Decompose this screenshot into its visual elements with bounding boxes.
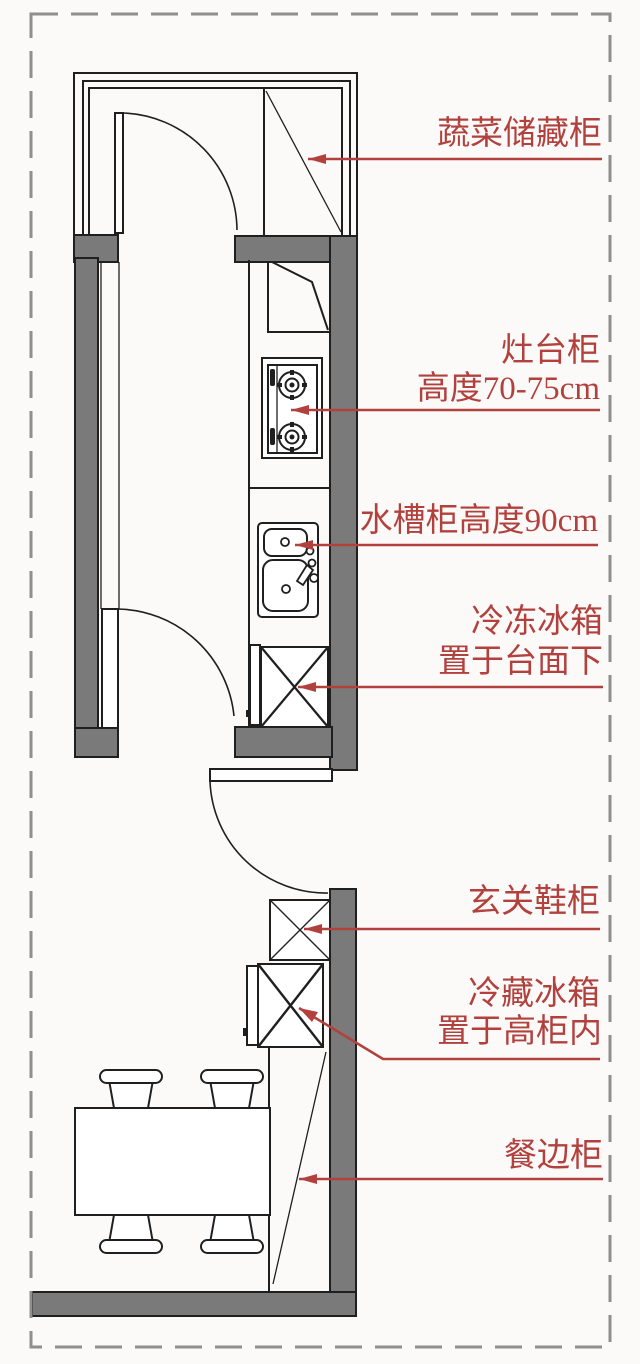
dining-chair	[200, 1069, 264, 1109]
vegetable-storage-cabinet	[263, 89, 342, 235]
label-stove-cabinet-1: 灶台柜	[501, 333, 600, 369]
leader-vegetable-cabinet	[308, 154, 602, 164]
balcony-door	[114, 112, 238, 234]
label-stove-cabinet-2: 高度70-75cm	[416, 371, 600, 407]
leader-stove-cabinet	[291, 405, 600, 415]
sideboard-cabinet	[268, 1047, 327, 1292]
leader-shoe-cabinet	[304, 924, 600, 934]
double-sink	[257, 522, 319, 618]
label-freezer-1: 冷冻冰箱	[471, 604, 603, 640]
kitchen-left-jamb	[100, 262, 120, 609]
entry-door	[209, 768, 333, 894]
dining-table	[74, 1107, 271, 1216]
tall-fridge-cabinet	[243, 963, 324, 1048]
dashed-border	[29, 12, 612, 1349]
burner-icon	[277, 370, 307, 400]
corner-cabinet	[267, 261, 330, 333]
label-fridge-2: 置于高柜内	[437, 1014, 602, 1050]
dining-chair	[99, 1214, 163, 1254]
faucet-icon	[295, 546, 319, 587]
gas-stove	[261, 357, 323, 459]
leader-fridge-cabinet	[298, 1006, 600, 1061]
leader-sink-cabinet	[295, 540, 598, 550]
walls	[31, 234, 358, 1317]
leader-sideboard	[299, 1174, 603, 1184]
label-fridge-1: 冷藏冰箱	[468, 976, 600, 1012]
leader-freezer	[298, 682, 603, 692]
kitchen-door	[101, 608, 235, 729]
label-sink-cabinet: 水槽柜高度90cm	[359, 503, 598, 539]
label-freezer-2: 置于台面下	[438, 644, 603, 680]
label-shoe-cabinet: 玄关鞋柜	[468, 884, 600, 920]
dining-chair	[200, 1214, 264, 1254]
label-sideboard: 餐边柜	[504, 1138, 603, 1174]
burner-icon	[277, 422, 307, 452]
dining-chair	[99, 1069, 163, 1109]
label-vegetable-cabinet: 蔬菜储藏柜	[437, 116, 602, 152]
